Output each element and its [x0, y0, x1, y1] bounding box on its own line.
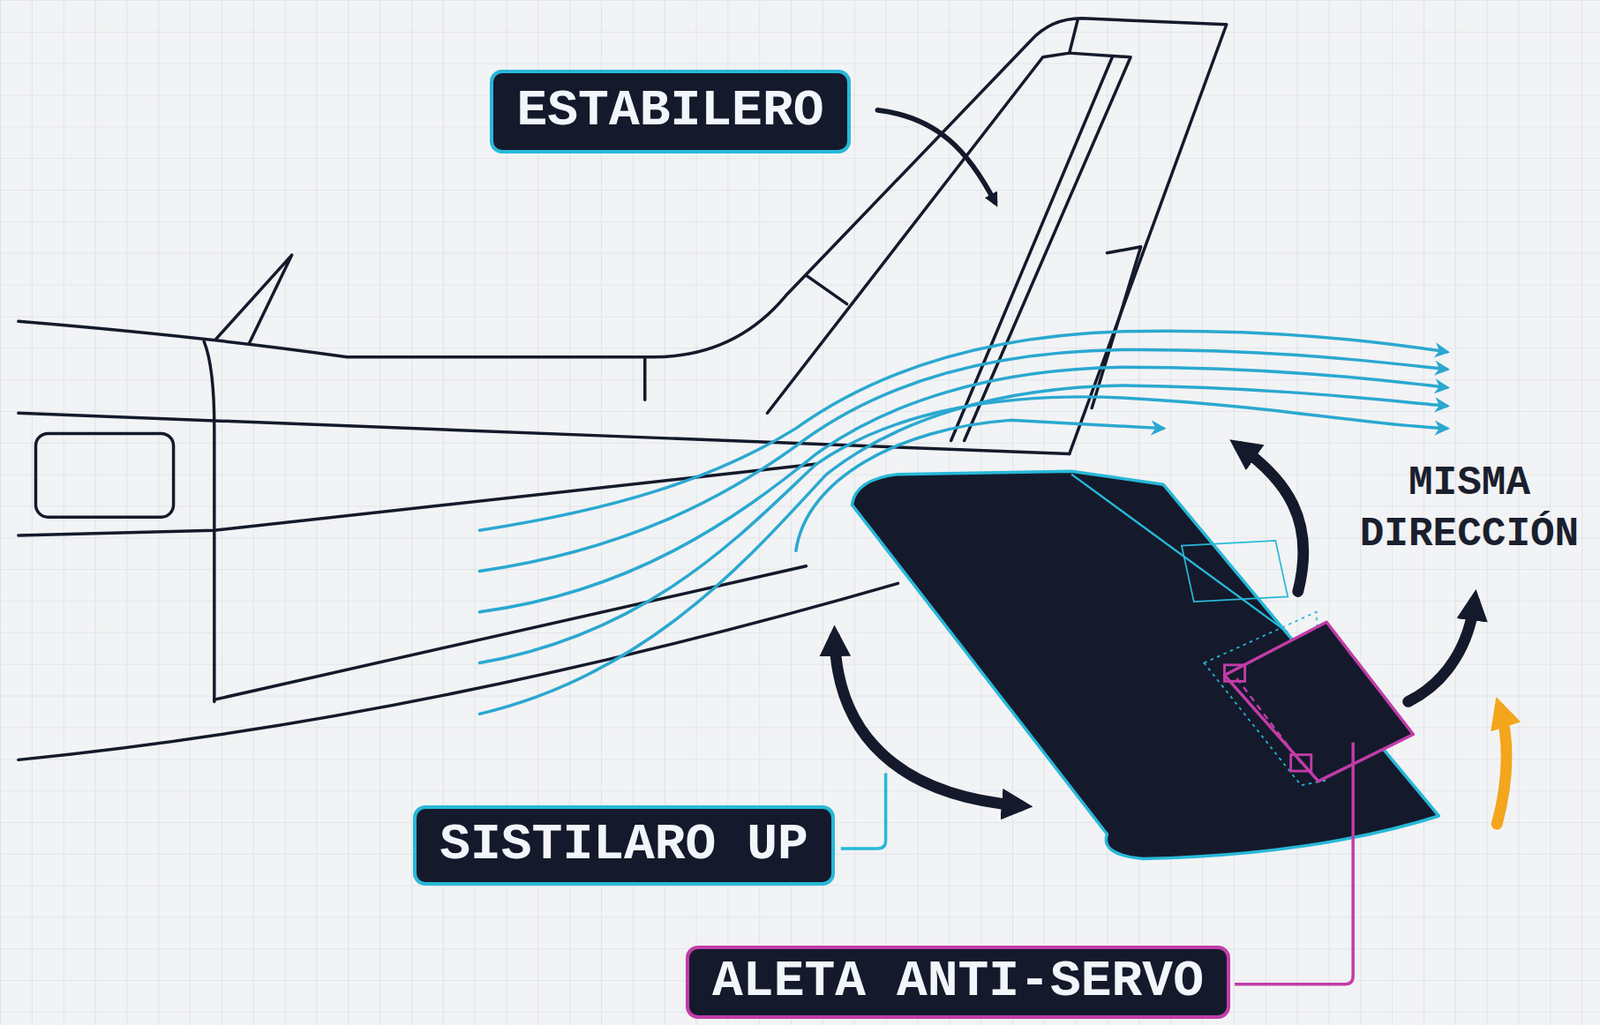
- callout-box: SISTILARO UP: [413, 805, 835, 887]
- callout-text: ALETA ANTI-SERVO: [712, 953, 1204, 1013]
- callout-text: SISTILARO UP: [439, 816, 809, 876]
- annotation-label: MISMA DIRECCIÓN: [1354, 458, 1585, 561]
- callout-text: ESTABILERO: [516, 82, 824, 142]
- callout-box: ALETA ANTI-SERVO: [685, 946, 1231, 1020]
- callout-box: ESTABILERO: [489, 69, 851, 154]
